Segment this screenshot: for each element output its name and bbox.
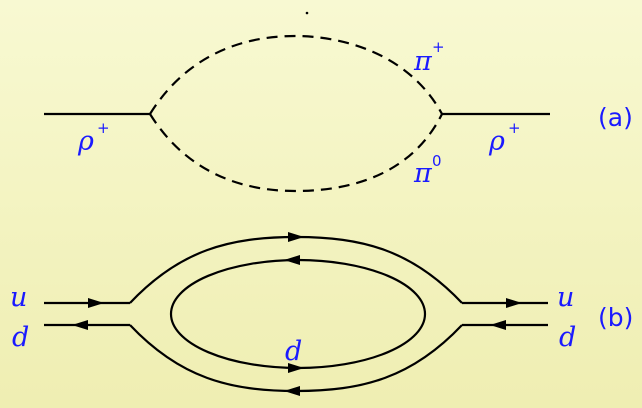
panel-a: ρ + ρ + π + π 0 (a) <box>44 11 633 193</box>
left-u-label: u <box>10 282 27 313</box>
rho-right-label: ρ <box>488 126 505 157</box>
panel-b: u d u d d (b) <box>10 232 633 396</box>
panel-a-label: (a) <box>598 103 633 132</box>
arrow-d-out <box>490 320 506 330</box>
arrow-inner-bottom <box>288 363 304 373</box>
arrow-outer-bottom <box>284 386 300 396</box>
rho-left-charge: + <box>97 119 110 137</box>
pi-plus-propagator <box>149 34 443 115</box>
arrow-u-out <box>506 298 522 308</box>
left-d-label: d <box>12 322 29 353</box>
dot-mark <box>305 11 309 15</box>
arrow-inner-top <box>284 255 300 265</box>
arrow-outer-top <box>288 232 304 242</box>
pi-plus-label: π <box>413 46 433 77</box>
arrow-d-in <box>72 320 88 330</box>
pi-zero-label: π <box>413 158 433 189</box>
panel-b-label: (b) <box>598 303 633 332</box>
pi-plus-charge: + <box>432 38 445 56</box>
center-d-label: d <box>285 336 302 367</box>
right-u-label: u <box>557 282 574 313</box>
pi-zero-propagator <box>149 113 443 193</box>
rho-right-charge: + <box>508 119 521 137</box>
pi-zero-charge: 0 <box>432 152 442 170</box>
right-d-label: d <box>559 322 576 353</box>
rho-left-label: ρ <box>77 126 94 157</box>
arrow-u-in <box>88 298 104 308</box>
